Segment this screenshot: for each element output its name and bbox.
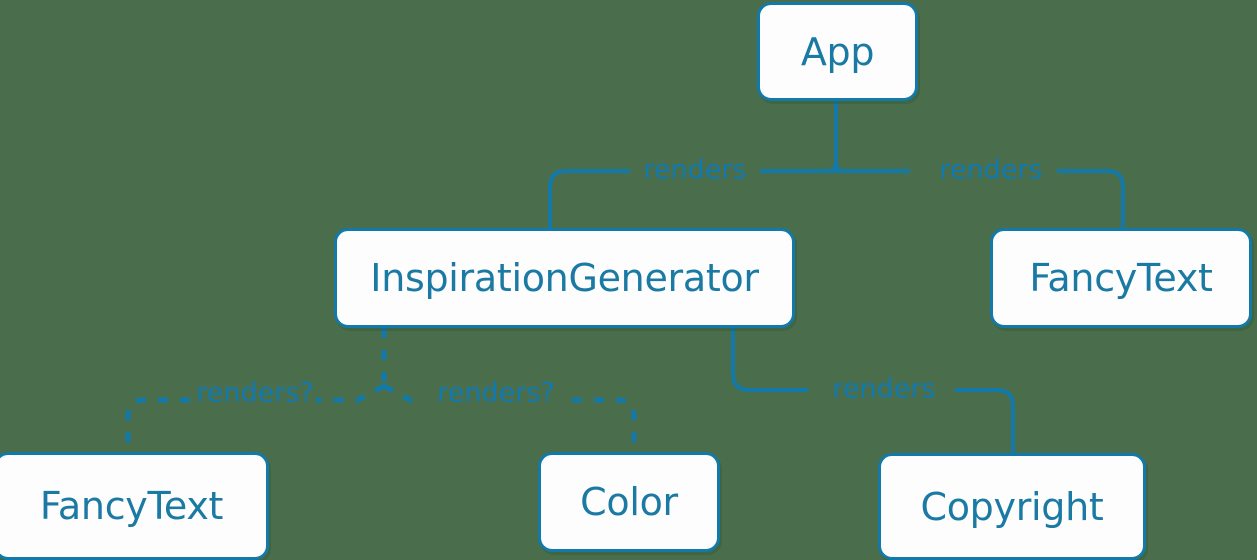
edge-inspiration-to-color-dashed-tail — [572, 397, 637, 452]
edge-inspiration-to-fancytext-dashed-tail — [125, 397, 190, 452]
edge-app-to-fancytext-right — [1057, 169, 1125, 228]
node-fancytext-right[interactable]: FancyText — [990, 228, 1252, 328]
edge-inspiration-to-fancytext-dashed — [316, 383, 386, 403]
node-fancytext-left[interactable]: FancyText — [0, 452, 269, 560]
node-inspiration-generator-label: InspirationGenerator — [370, 256, 759, 300]
edge-label-app-to-inspiration: renders — [643, 154, 747, 186]
edge-label-inspiration-to-color: renders? — [437, 377, 555, 409]
edge-app-to-inspiration-left — [548, 169, 630, 228]
edge-inspiration-to-color-dashed — [382, 383, 422, 403]
node-color-label: Color — [580, 480, 678, 524]
edge-app-stub — [834, 101, 845, 173]
node-copyright-label: Copyright — [920, 484, 1104, 529]
node-app[interactable]: App — [757, 2, 918, 101]
node-fancytext-right-label: FancyText — [1029, 256, 1213, 300]
node-fancytext-left-label: FancyText — [39, 484, 224, 528]
edge-inspiration-to-copyright-end — [955, 388, 1015, 453]
node-app-label: App — [800, 29, 875, 74]
node-copyright[interactable]: Copyright — [878, 453, 1146, 560]
edge-label-inspiration-to-copyright: renders — [832, 373, 936, 405]
node-color[interactable]: Color — [538, 452, 720, 552]
edge-inspiration-to-copyright-start — [731, 328, 808, 392]
node-inspiration-generator[interactable]: InspirationGenerator — [334, 228, 795, 328]
edge-label-inspiration-to-fancytext: renders? — [196, 377, 314, 409]
edge-label-app-to-fancytext: renders — [939, 154, 1043, 186]
